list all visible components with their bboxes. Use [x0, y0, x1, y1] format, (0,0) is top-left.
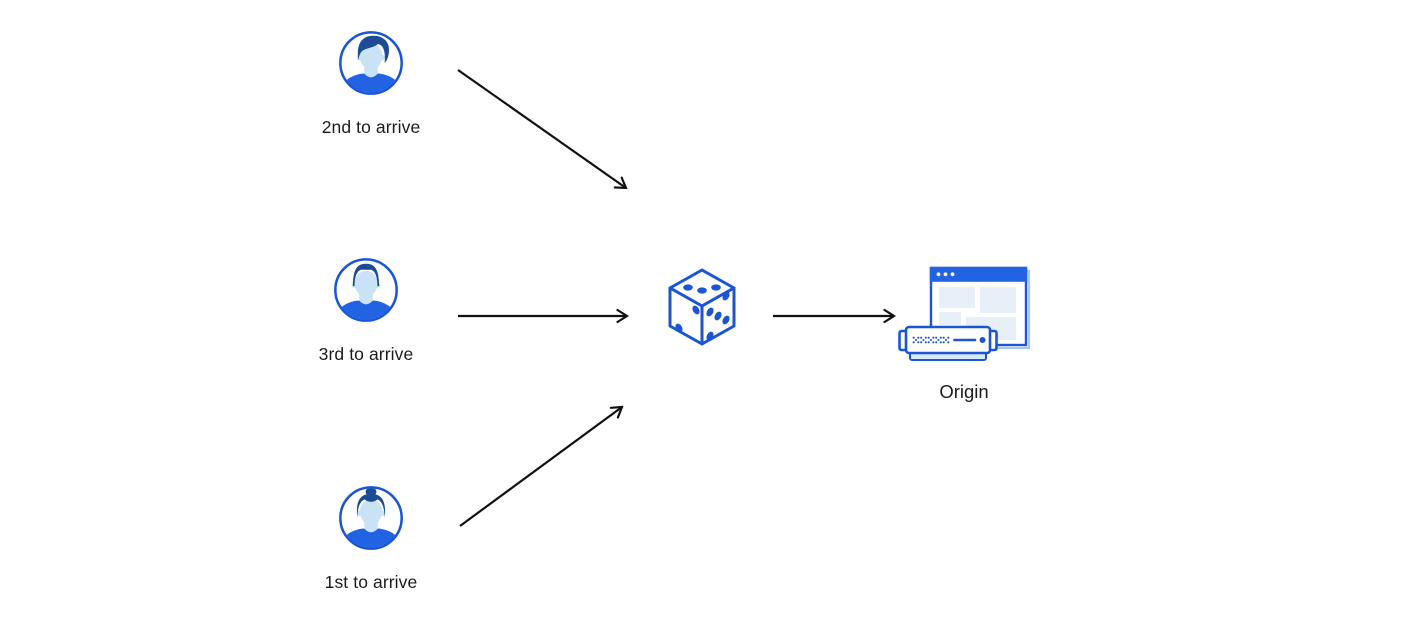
user-avatar-male-swept-hair-icon: [339, 31, 403, 95]
client-node-1st: 1st to arrive: [291, 485, 451, 593]
arrow-client2-to-dice: [457, 69, 626, 188]
user-avatar-male-short-hair-icon: [334, 258, 398, 322]
arrow-client1-to-dice: [459, 407, 622, 527]
client-label-3rd: 3rd to arrive: [318, 344, 414, 364]
origin-browser-window-server-icon: [898, 266, 1031, 361]
origin-node: Origin: [897, 260, 1031, 403]
user-avatar-female-bun-hair-icon: [339, 486, 403, 550]
server-dot-pattern: [912, 336, 950, 344]
client-node-2nd: 2nd to arrive: [291, 30, 451, 138]
dice-icon: [668, 268, 736, 346]
client-node-3rd: 3rd to arrive: [286, 257, 446, 365]
client-label-1st: 1st to arrive: [324, 572, 418, 592]
origin-label: Origin: [939, 381, 989, 402]
client-label-2nd: 2nd to arrive: [321, 117, 421, 137]
